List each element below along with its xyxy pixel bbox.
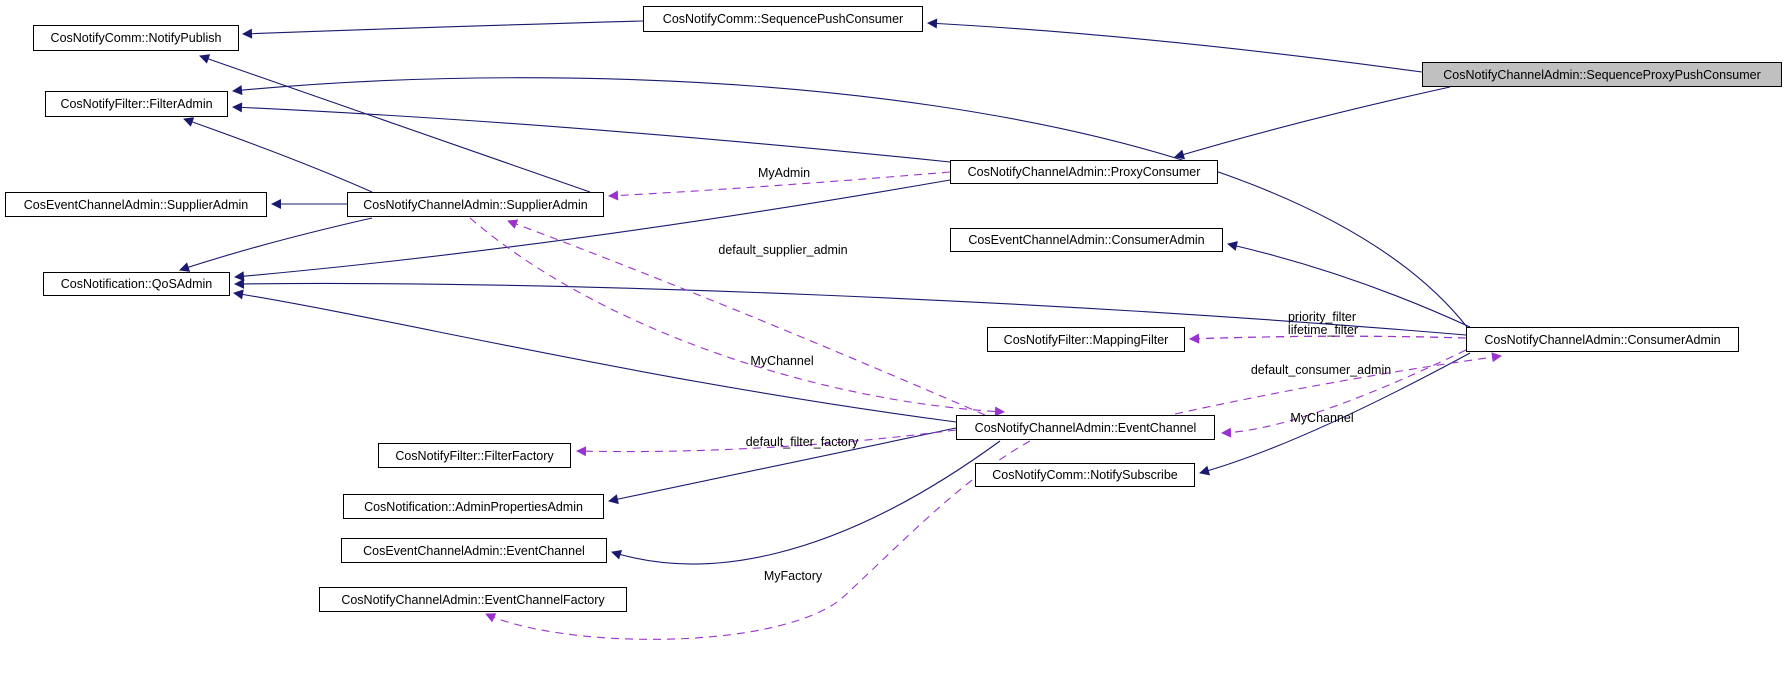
node-filter_factory[interactable]: CosNotifyFilter::FilterFactory (378, 443, 571, 468)
node-event_supplier_admin[interactable]: CosEventChannelAdmin::SupplierAdmin (5, 192, 267, 217)
node-event_channel_factory[interactable]: CosNotifyChannelAdmin::EventChannelFacto… (319, 587, 627, 612)
node-seq_proxy_push_consumer: CosNotifyChannelAdmin::SequenceProxyPush… (1422, 62, 1782, 87)
node-event_event_channel[interactable]: CosEventChannelAdmin::EventChannel (341, 538, 607, 563)
node-notify_supplier_admin[interactable]: CosNotifyChannelAdmin::SupplierAdmin (347, 192, 604, 217)
node-seq_push_consumer[interactable]: CosNotifyComm::SequencePushConsumer (643, 6, 923, 32)
edge-proxy_consumer-to-notify_supplier_admin (608, 171, 951, 201)
edge-seq_proxy_push_consumer-to-seq_push_consumer (927, 18, 1423, 73)
edge-notify_consumer_admin-to-event_consumer_admin (1227, 241, 1471, 328)
edge-proxy_consumer-to-qos_admin (234, 179, 951, 282)
node-qos_admin[interactable]: CosNotification::QoSAdmin (43, 272, 230, 296)
edge-notify_event_channel-to-notify_consumer_admin (1174, 352, 1502, 415)
edge-notify_consumer_admin-to-mapping_filter (1189, 333, 1467, 344)
edge-seq_push_consumer-to-notify_publish (242, 20, 644, 39)
edge-notify_consumer_admin-to-notify_subscribe (1199, 352, 1471, 476)
edge-notify_consumer_admin-to-filter_admin (232, 77, 1468, 328)
edge-seq_proxy_push_consumer-to-proxy_consumer (1174, 86, 1451, 160)
node-admin_properties_admin[interactable]: CosNotification::AdminPropertiesAdmin (343, 494, 604, 519)
edge-notify_supplier_admin-to-filter_admin (183, 117, 373, 193)
edge-notify_event_channel-to-filter_factory (576, 429, 957, 457)
node-mapping_filter[interactable]: CosNotifyFilter::MappingFilter (987, 327, 1185, 352)
node-notify_subscribe[interactable]: CosNotifyComm::NotifySubscribe (975, 463, 1195, 487)
edge-notify_consumer_admin-to-mapping_filter (1189, 333, 1467, 344)
node-filter_admin[interactable]: CosNotifyFilter::FilterAdmin (45, 91, 228, 117)
edge-notify_supplier_admin-to-qos_admin (179, 217, 373, 272)
node-event_consumer_admin[interactable]: CosEventChannelAdmin::ConsumerAdmin (950, 228, 1223, 252)
edge-notify_event_channel-to-notify_supplier_admin (507, 219, 986, 416)
edge-notify_event_channel-to-qos_admin (233, 289, 957, 423)
edge-notify_supplier_admin-to-notify_event_channel (469, 217, 1005, 417)
node-notify_publish[interactable]: CosNotifyComm::NotifyPublish (33, 25, 239, 51)
edge-notify_event_channel-to-event_channel_factory (485, 440, 1031, 640)
node-notify_event_channel[interactable]: CosNotifyChannelAdmin::EventChannel (956, 415, 1215, 440)
edge-proxy_consumer-to-filter_admin (232, 102, 951, 163)
edge-notify_consumer_admin-to-notify_event_channel (1221, 349, 1467, 438)
node-notify_consumer_admin[interactable]: CosNotifyChannelAdmin::ConsumerAdmin (1466, 327, 1739, 352)
edge-notify_supplier_admin-to-notify_publish (199, 54, 591, 193)
node-proxy_consumer[interactable]: CosNotifyChannelAdmin::ProxyConsumer (950, 160, 1218, 184)
edge-notify_event_channel-to-event_event_channel (611, 440, 1001, 565)
edge-notify_event_channel-to-admin_properties_admin (608, 427, 957, 505)
edge-notify_consumer_admin-to-qos_admin (234, 278, 1467, 336)
